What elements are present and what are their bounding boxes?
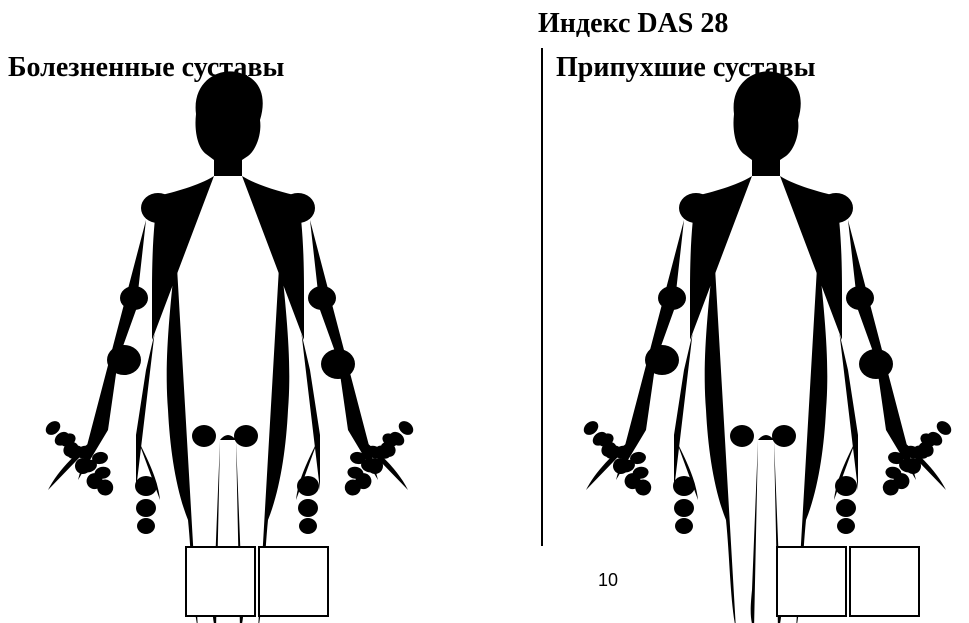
swollen-joints-body-figure[interactable] <box>581 71 954 623</box>
tender-joints-body-figure[interactable] <box>43 71 416 623</box>
swollen-count-box-tens[interactable] <box>776 546 847 617</box>
swollen-count-box-units[interactable] <box>849 546 920 617</box>
tender-count-box-tens[interactable] <box>185 546 256 617</box>
tender-count-box-units[interactable] <box>258 546 329 617</box>
page-number: 10 <box>598 570 618 591</box>
